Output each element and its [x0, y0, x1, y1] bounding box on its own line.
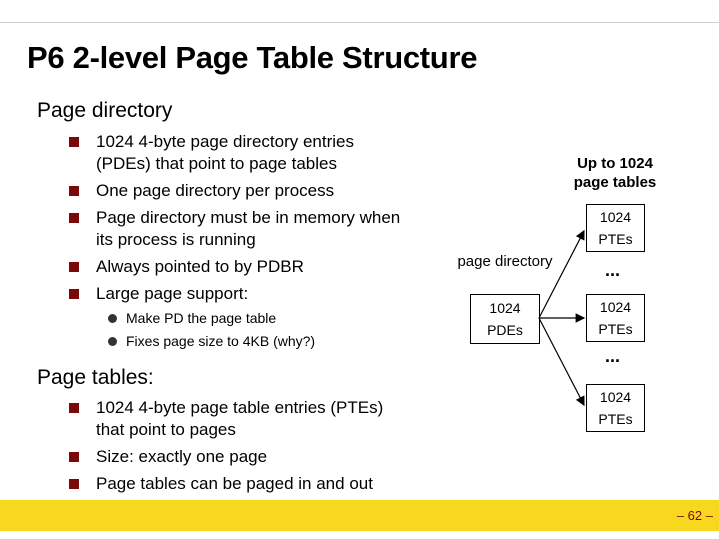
page-tables-label: Up to 1024 page tables — [573, 155, 657, 191]
list-item: Size: exactly one page — [69, 446, 409, 468]
list-item: Always pointed to by PDBR — [69, 256, 409, 278]
page-tables-heading: Page tables: — [37, 366, 154, 389]
arrow-to-bottom-pte — [538, 317, 585, 407]
page-directory-bullets: 1024 4-byte page directory entries (PDEs… — [69, 131, 409, 305]
list-item: Fixes page size to 4KB (why?) — [108, 330, 388, 353]
list-item: 1024 4-byte page directory entries (PDEs… — [69, 131, 409, 175]
pte-box-label: 1024 PTEs — [598, 299, 633, 337]
pte-box-label: 1024 PTEs — [598, 389, 633, 427]
ellipsis: ... — [605, 260, 621, 280]
list-item: One page directory per process — [69, 180, 409, 202]
title-rule — [0, 22, 719, 23]
page-tables-bullets: 1024 4-byte page table entries (PTEs) th… — [69, 397, 409, 495]
pte-box-label: 1024 PTEs — [598, 209, 633, 247]
page-title: P6 2-level Page Table Structure — [27, 40, 478, 75]
pte-box-bottom: 1024 PTEs — [586, 384, 645, 432]
page-directory-label: page directory — [457, 253, 553, 270]
page-directory-heading: Page directory — [37, 99, 173, 122]
page-number: – 62 – — [676, 508, 713, 523]
arrow-to-top-pte — [538, 229, 585, 319]
ellipsis: ... — [605, 346, 621, 366]
list-item: Make PD the page table — [108, 307, 388, 330]
list-item: Page tables can be paged in and out — [69, 473, 409, 495]
pde-box: 1024 PDEs — [470, 294, 540, 344]
large-page-sub-bullets: Make PD the page table Fixes page size t… — [108, 307, 388, 353]
list-item: 1024 4-byte page table entries (PTEs) th… — [69, 397, 409, 441]
footer-bar — [0, 500, 719, 531]
pte-box-top: 1024 PTEs — [586, 204, 645, 252]
list-item: Large page support: — [69, 283, 409, 305]
pde-box-label: 1024 PDEs — [487, 300, 523, 338]
list-item: Page directory must be in memory when it… — [69, 207, 409, 251]
pte-box-middle: 1024 PTEs — [586, 294, 645, 342]
